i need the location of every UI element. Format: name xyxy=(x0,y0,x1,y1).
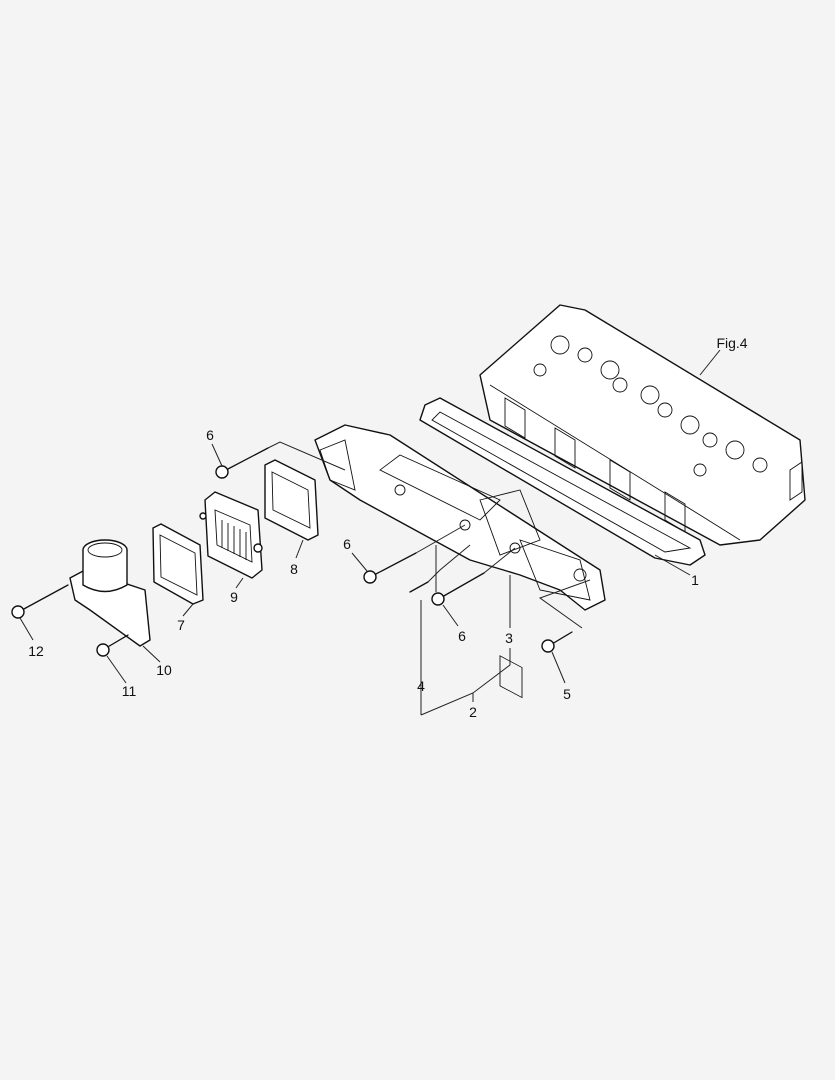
intake-heater-9 xyxy=(199,491,263,589)
callout-12: 12 xyxy=(28,643,44,659)
bolt-12 xyxy=(11,584,69,641)
callout-2: 2 xyxy=(469,704,477,720)
callout-4: 4 xyxy=(417,678,425,694)
callout-3: 3 xyxy=(505,630,513,646)
callout-6-middle: 6 xyxy=(343,536,351,552)
gasket-7 xyxy=(152,523,204,617)
gasket-8 xyxy=(264,459,319,559)
assembly-bracket-2 xyxy=(420,545,511,716)
gasket-1 xyxy=(419,397,706,576)
stud-4 xyxy=(409,544,471,715)
bolt-6c xyxy=(431,547,516,627)
intake-elbow-10 xyxy=(69,539,161,663)
callout-7: 7 xyxy=(177,617,185,633)
cylinder-head xyxy=(479,304,806,699)
bolt-6a xyxy=(211,441,346,479)
figure-reference-label: Fig.4 xyxy=(716,335,748,351)
callout-9: 9 xyxy=(230,589,238,605)
callout-10: 10 xyxy=(156,662,172,678)
callout-6-lower: 6 xyxy=(458,628,466,644)
callout-1: 1 xyxy=(691,572,699,588)
callout-11: 11 xyxy=(121,683,137,699)
bolt-5 xyxy=(538,579,591,684)
bolt-11 xyxy=(96,634,129,684)
intake-manifold xyxy=(314,424,606,611)
callout-6-top: 6 xyxy=(206,427,214,443)
callout-5: 5 xyxy=(563,686,571,702)
bolt-6b xyxy=(351,524,466,584)
callout-8: 8 xyxy=(290,561,298,577)
